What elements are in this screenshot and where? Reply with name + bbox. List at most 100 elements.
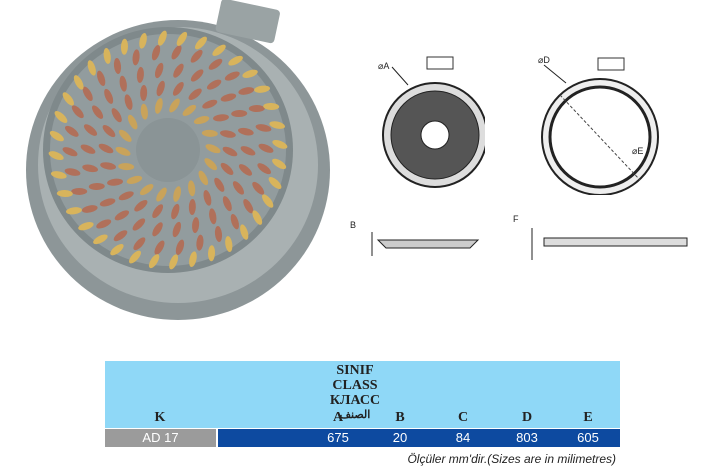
pattern-petal	[152, 204, 164, 219]
header-e: E	[583, 410, 593, 425]
pattern-petal	[132, 49, 140, 66]
pattern-petal	[238, 164, 253, 176]
pattern-petal	[49, 130, 64, 142]
pattern-petal	[238, 87, 255, 95]
pattern-petal	[188, 88, 202, 100]
pattern-petal	[156, 187, 167, 202]
pattern-petal	[209, 208, 217, 225]
pattern-petal	[113, 58, 122, 74]
dimension-label-d: ⌀D	[538, 55, 550, 65]
pattern-petal	[232, 181, 244, 195]
pattern-petal	[92, 105, 104, 119]
class-en: CLASS	[332, 378, 378, 393]
pattern-petal	[118, 191, 134, 201]
class-ar: الصنف	[339, 409, 371, 421]
pattern-petal	[169, 254, 179, 270]
pattern-petal	[272, 158, 287, 170]
pattern-petal	[224, 71, 240, 81]
pattern-petal	[71, 105, 84, 119]
class-ru: КЛАСС	[329, 393, 381, 408]
pattern-petal	[173, 63, 184, 78]
pattern-petal	[182, 104, 197, 116]
pattern-petal	[134, 200, 148, 212]
pattern-petal	[104, 88, 114, 104]
pattern-petal	[220, 162, 234, 175]
pattern-petal	[214, 177, 225, 192]
pattern-petal	[213, 114, 229, 122]
pattern-petal	[88, 182, 105, 190]
pattern-petal	[258, 143, 274, 153]
pattern-petal	[132, 218, 146, 231]
pattern-petal	[201, 129, 218, 137]
cell-k: AD 17	[105, 429, 216, 447]
pattern-petal	[204, 158, 218, 171]
pattern-petal	[139, 184, 154, 196]
pattern-petal	[228, 55, 243, 66]
cell-d: 803	[516, 430, 538, 445]
dimension-label-a: ⌀A	[378, 61, 390, 71]
pattern-petal	[262, 194, 274, 208]
pattern-petal	[172, 81, 184, 96]
pattern-petal	[171, 203, 180, 220]
cell-c: 84	[455, 430, 471, 445]
pattern-petal	[62, 92, 74, 106]
pattern-petal	[188, 199, 196, 216]
dimension-label-b: B	[350, 220, 357, 230]
pattern-petal	[107, 178, 123, 186]
pattern-petal	[111, 108, 122, 123]
pattern-petal	[98, 143, 114, 154]
pattern-petal	[202, 99, 218, 109]
pattern-petal	[220, 130, 236, 138]
pattern-petal	[272, 139, 288, 149]
pattern-petal	[71, 187, 88, 195]
pattern-petal	[56, 190, 73, 198]
frame-view-drawing	[541, 57, 659, 195]
pattern-petal	[140, 84, 148, 101]
pattern-petal	[100, 162, 116, 170]
pattern-petal	[269, 121, 286, 129]
header-a: A	[332, 410, 344, 425]
pattern-petal	[238, 127, 254, 136]
pattern-petal	[118, 163, 135, 171]
pattern-petal	[263, 102, 280, 110]
pattern-petal	[96, 219, 112, 229]
pattern-petal	[208, 245, 216, 262]
frame-side-view	[531, 228, 688, 260]
pattern-petal	[139, 32, 147, 49]
header-c: C	[457, 410, 469, 425]
pattern-petal	[82, 164, 98, 173]
pattern-petal	[155, 98, 163, 114]
class-tr: SINIF	[336, 363, 374, 378]
pattern-petal	[169, 98, 180, 113]
decorative-pattern	[48, 30, 288, 270]
pattern-petal	[171, 45, 182, 60]
manhole-cover-photo	[26, 0, 330, 320]
pattern-petal	[119, 75, 127, 92]
pattern-petal	[129, 250, 141, 264]
header-class: SINIF CLASS КЛАСС الصنف	[310, 363, 400, 423]
pattern-petal	[83, 124, 98, 136]
header-d: D	[521, 410, 533, 425]
pattern-petal	[195, 36, 207, 50]
values-band: 675 20 84 803 605	[218, 429, 620, 447]
pattern-petal	[133, 237, 146, 251]
pattern-petal	[50, 171, 67, 179]
pattern-petal	[156, 80, 165, 97]
top-view-drawing	[382, 56, 485, 188]
table-header: K SINIF CLASS КЛАСС الصنف A B C D E	[105, 361, 620, 428]
pattern-petal	[248, 105, 265, 113]
pattern-petal	[192, 217, 200, 234]
pattern-petal	[140, 103, 148, 120]
pattern-petal	[124, 94, 133, 110]
pattern-petal	[203, 190, 212, 206]
pattern-petal	[190, 49, 203, 63]
pattern-petal	[196, 234, 204, 251]
pattern-petal	[240, 146, 256, 156]
pattern-petal	[82, 86, 93, 101]
pattern-petal	[73, 75, 84, 90]
pattern-petal	[118, 129, 132, 142]
cell-a: 675	[327, 430, 349, 445]
pattern-petal	[115, 146, 131, 156]
pattern-petal	[154, 240, 165, 255]
pattern-petal	[136, 66, 144, 83]
